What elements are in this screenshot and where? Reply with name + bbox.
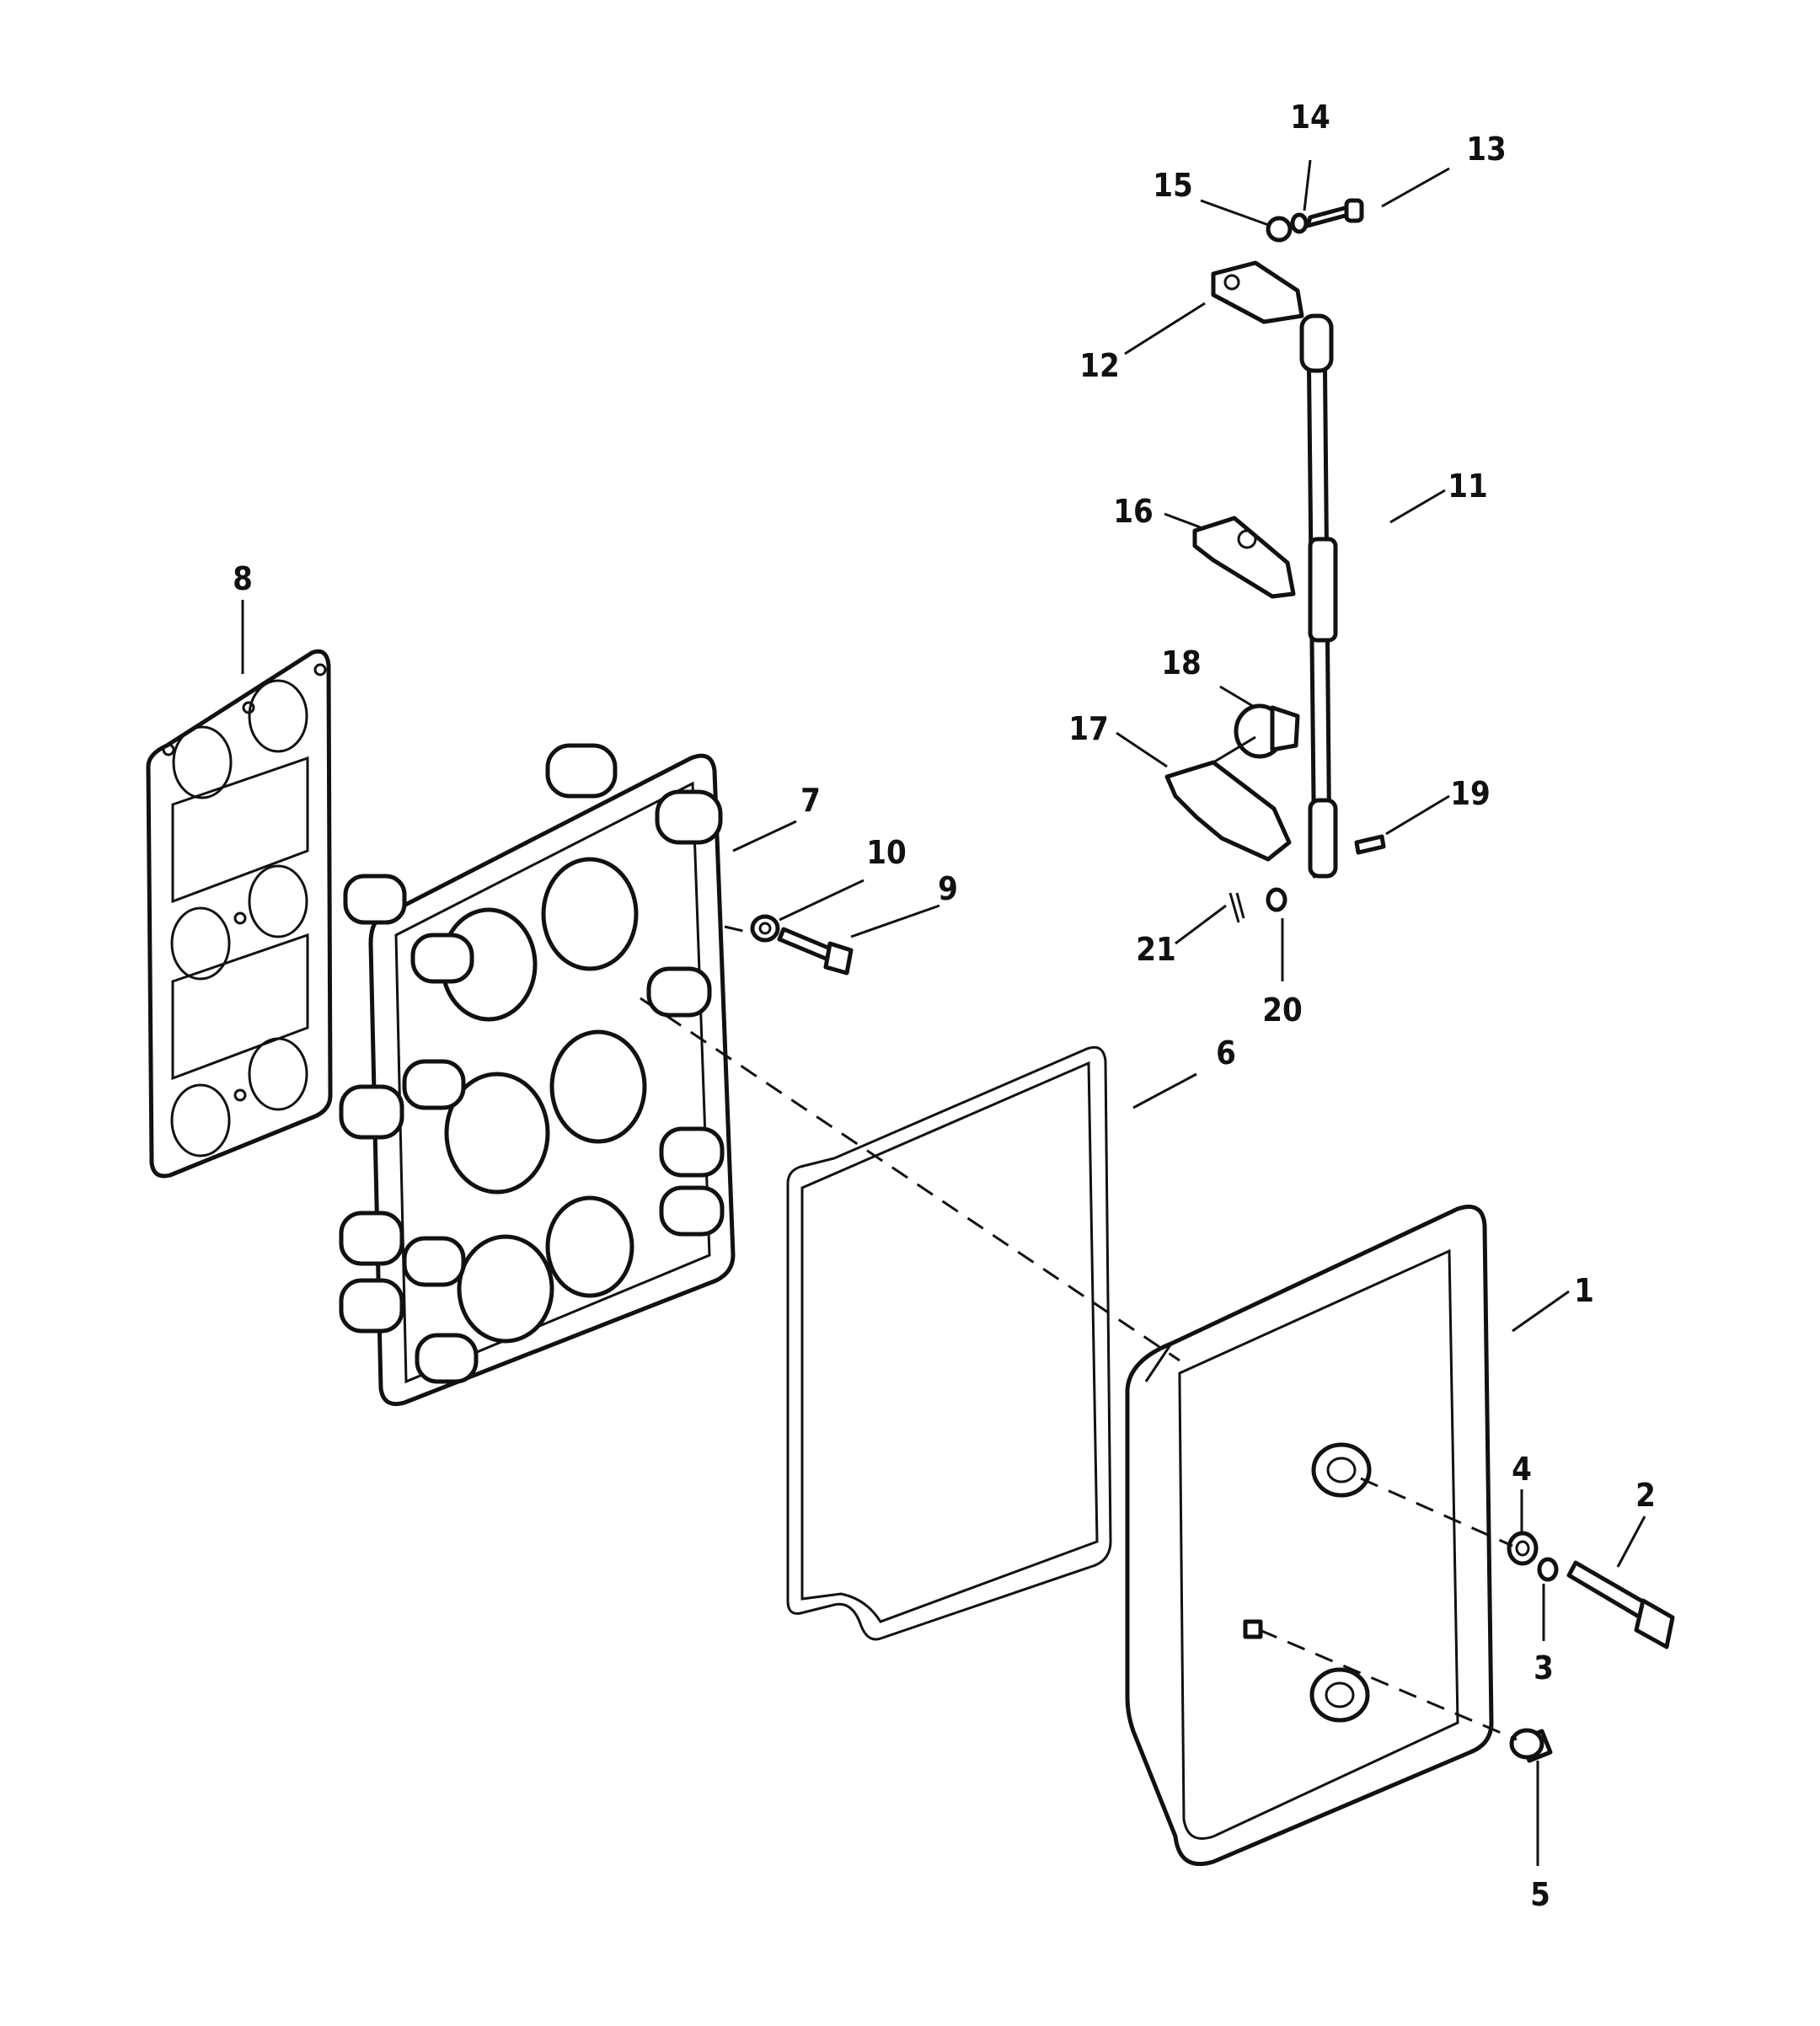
part-14-lockwasher: [1290, 212, 1309, 234]
callout-5: 5: [1530, 1876, 1550, 1913]
part-5-plug: [1509, 1728, 1553, 1763]
part-10-washer: [750, 914, 780, 943]
callout-10: 10: [866, 834, 907, 871]
part-4-washer: [1507, 1531, 1539, 1566]
part-12-lever: [1211, 260, 1304, 324]
part-18-roller: [1234, 703, 1300, 759]
callout-9: 9: [938, 870, 958, 907]
part-2-bolt: [1566, 1560, 1675, 1649]
callout-18: 18: [1161, 644, 1202, 682]
part-9-bolt: [777, 927, 854, 976]
callout-7: 7: [800, 782, 821, 819]
part-19-screw: [1354, 834, 1386, 855]
callout-4: 4: [1512, 1451, 1532, 1488]
part-21-cotter-pin: [1228, 892, 1245, 923]
part-20-washer: [1266, 887, 1287, 912]
callout-21: 21: [1136, 931, 1176, 968]
callout-6: 6: [1216, 1034, 1236, 1072]
callout-17: 17: [1068, 710, 1109, 747]
part-15-washer: [1266, 216, 1293, 243]
leader-lines: [241, 159, 1646, 1866]
callout-8: 8: [233, 560, 253, 597]
part-8-gasket: [146, 649, 333, 1179]
part-1-cover: [1125, 1205, 1494, 1867]
callout-13: 13: [1466, 131, 1507, 168]
part-11-link-rod: [1299, 313, 1338, 879]
part-13-screw: [1305, 198, 1364, 228]
part-17-lever: [1164, 735, 1292, 862]
callout-1: 1: [1574, 1272, 1594, 1309]
callout-19: 19: [1450, 775, 1491, 812]
callout-3: 3: [1534, 1649, 1554, 1687]
callout-20: 20: [1262, 992, 1303, 1029]
callout-14: 14: [1290, 99, 1330, 136]
callout-16: 16: [1113, 493, 1154, 530]
part-16-lever: [1192, 516, 1296, 599]
callout-labels: 1 2 3 4 5 6 7 8 9 10 11 12 13 14 15 16 1…: [233, 99, 1656, 1913]
part-3-lockwasher: [1537, 1557, 1559, 1582]
part-6-seal: [786, 1045, 1112, 1641]
callout-11: 11: [1448, 468, 1488, 505]
callout-2: 2: [1635, 1477, 1656, 1514]
callout-15: 15: [1153, 167, 1193, 204]
part-7-adaptor-plate: [339, 743, 736, 1407]
callout-12: 12: [1079, 347, 1120, 384]
alignment-lines: [640, 925, 1518, 1741]
